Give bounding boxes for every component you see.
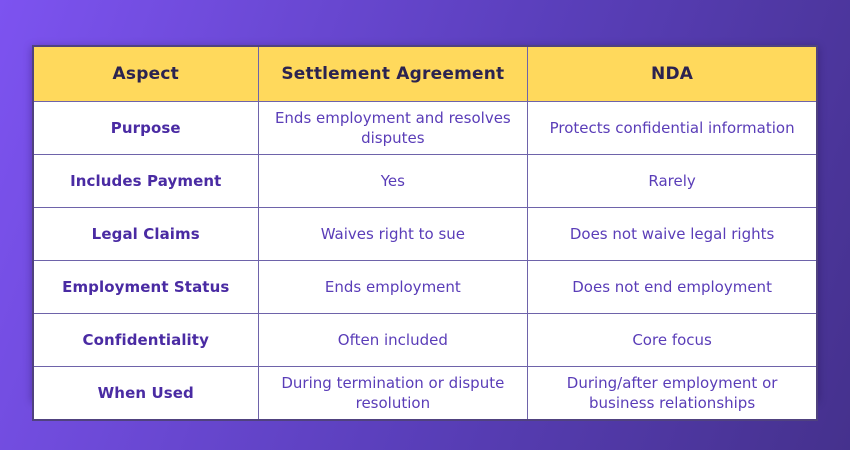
table-row: Includes Payment Yes Rarely bbox=[32, 154, 818, 208]
header-settlement-agreement: Settlement Agreement bbox=[257, 45, 529, 102]
row-legal-claims-settlement: Waives right to sue bbox=[257, 207, 529, 261]
header-aspect: Aspect bbox=[32, 45, 259, 102]
table-row: Employment Status Ends employment Does n… bbox=[32, 260, 818, 314]
row-purpose-nda: Protects confidential information bbox=[527, 101, 818, 155]
comparison-table-container: Aspect Settlement Agreement NDA Purpose … bbox=[32, 45, 818, 421]
table-row: When Used During termination or dispute … bbox=[32, 366, 818, 421]
header-nda: NDA bbox=[527, 45, 818, 102]
table-header-row: Aspect Settlement Agreement NDA bbox=[32, 45, 818, 102]
row-employment-status-settlement: Ends employment bbox=[257, 260, 529, 314]
comparison-table: Aspect Settlement Agreement NDA Purpose … bbox=[32, 45, 818, 421]
row-confidentiality-aspect: Confidentiality bbox=[32, 313, 259, 367]
row-when-used-settlement: During termination or dispute resolution bbox=[257, 366, 529, 421]
table-row: Legal Claims Waives right to sue Does no… bbox=[32, 207, 818, 261]
row-when-used-aspect: When Used bbox=[32, 366, 259, 421]
table-body: Purpose Ends employment and resolves dis… bbox=[32, 101, 818, 421]
row-payment-nda: Rarely bbox=[527, 154, 818, 208]
row-when-used-nda: During/after employment or business rela… bbox=[527, 366, 818, 421]
row-employment-status-nda: Does not end employment bbox=[527, 260, 818, 314]
row-purpose-aspect: Purpose bbox=[32, 101, 259, 155]
row-legal-claims-nda: Does not waive legal rights bbox=[527, 207, 818, 261]
row-confidentiality-nda: Core focus bbox=[527, 313, 818, 367]
row-payment-aspect: Includes Payment bbox=[32, 154, 259, 208]
row-employment-status-aspect: Employment Status bbox=[32, 260, 259, 314]
table-row: Confidentiality Often included Core focu… bbox=[32, 313, 818, 367]
row-payment-settlement: Yes bbox=[257, 154, 529, 208]
row-confidentiality-settlement: Often included bbox=[257, 313, 529, 367]
table-row: Purpose Ends employment and resolves dis… bbox=[32, 101, 818, 155]
row-legal-claims-aspect: Legal Claims bbox=[32, 207, 259, 261]
row-purpose-settlement: Ends employment and resolves disputes bbox=[257, 101, 529, 155]
